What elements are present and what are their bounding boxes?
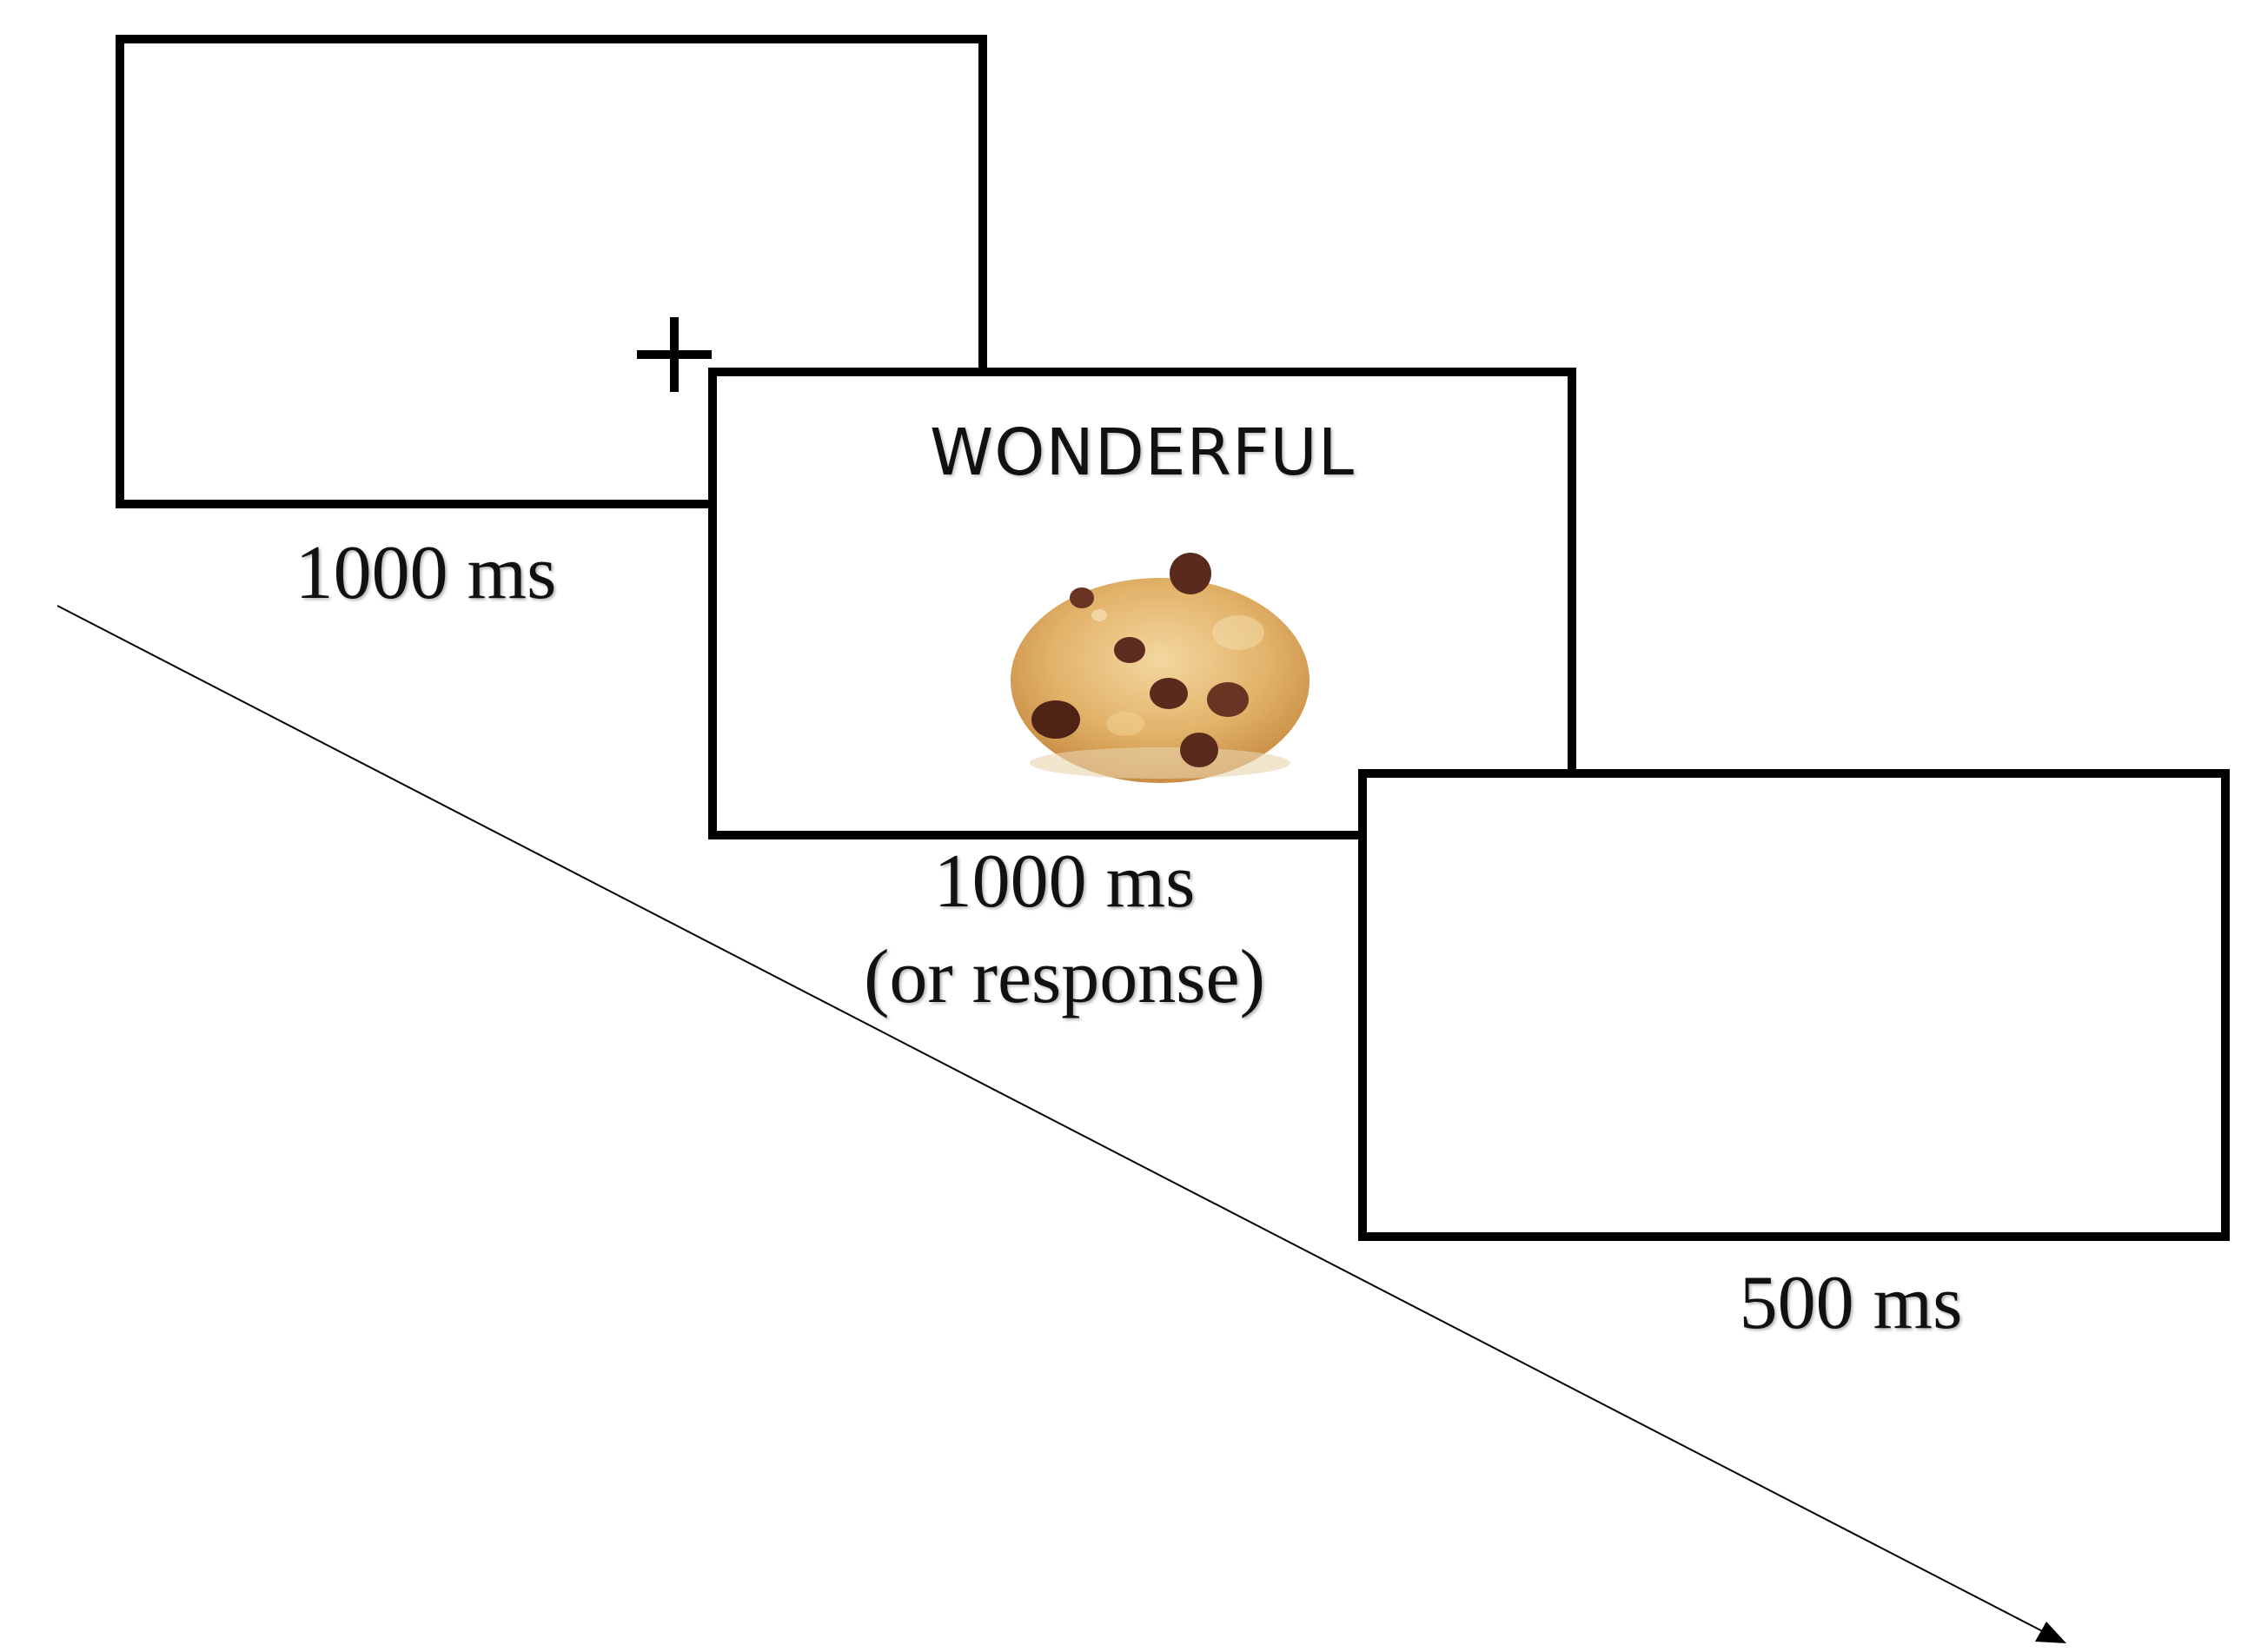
stimulus-duration-line1: 1000 ms xyxy=(933,839,1196,924)
fixation-duration-label: 1000 ms xyxy=(295,531,557,615)
blank-screen xyxy=(1358,769,2230,1241)
stimulus-screen: WONDERFUL xyxy=(708,368,1576,839)
stimulus-duration-label: 1000 ms (or response) xyxy=(804,834,1325,1025)
stimulus-duration-line2: (or response) xyxy=(864,935,1265,1019)
cookie-image-icon xyxy=(1011,553,1310,783)
stimulus-word: WONDERFUL xyxy=(930,415,1355,490)
blank-duration-label: 500 ms xyxy=(1739,1261,1963,1345)
fixation-cross-icon xyxy=(637,317,712,392)
